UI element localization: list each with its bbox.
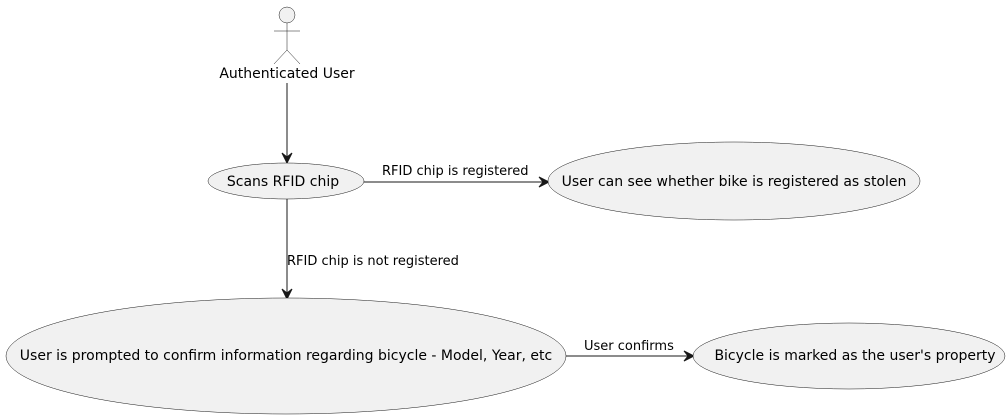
use-case-label: Bicycle is marked as the user's property xyxy=(714,348,995,364)
use-case-confirm-bicycle-info[interactable]: User is prompted to confirm information … xyxy=(5,297,567,415)
actor-legs xyxy=(273,49,301,65)
use-case-see-stolen-status[interactable]: User can see whether bike is registered … xyxy=(547,141,921,221)
edge-actor-to-scan xyxy=(281,83,293,165)
use-case-label: Scans RFID chip xyxy=(227,174,339,190)
use-case-label: User is prompted to confirm information … xyxy=(20,348,552,364)
arrow-head-icon xyxy=(683,350,696,362)
use-case-shape xyxy=(547,141,921,221)
use-case-scan-rfid[interactable]: Scans RFID chip xyxy=(207,162,365,200)
edge-label: User confirms xyxy=(584,339,674,354)
use-case-marked-as-property[interactable]: Bicycle is marked as the user's property xyxy=(692,322,1006,390)
edge-label: RFID chip is registered xyxy=(382,164,529,179)
edge-user-confirms: User confirms xyxy=(566,339,696,362)
arrow-head-icon xyxy=(281,152,293,165)
use-case-label: User can see whether bike is registered … xyxy=(562,174,907,190)
edge-registered: RFID chip is registered xyxy=(364,164,551,188)
use-case-shape xyxy=(692,322,1006,390)
use-case-shape xyxy=(207,162,365,200)
arrow-head-icon xyxy=(538,176,551,188)
arrow-head-icon xyxy=(281,288,293,301)
actor-head-icon xyxy=(278,6,296,24)
actor-authenticated-user[interactable]: Authenticated User xyxy=(219,6,355,82)
edge-label: RFID chip is not registered xyxy=(287,254,459,269)
edge-not-registered: RFID chip is not registered xyxy=(281,199,459,301)
actor-label: Authenticated User xyxy=(219,66,355,82)
